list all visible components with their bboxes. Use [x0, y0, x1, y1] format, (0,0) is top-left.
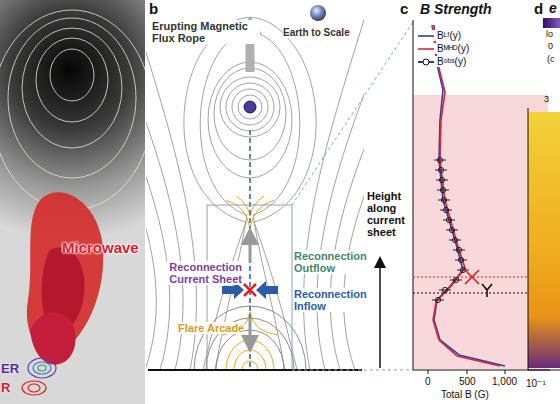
tick-label: 3	[544, 95, 549, 105]
panel-letter: c	[400, 1, 408, 18]
legend-text: Bᴹᴴᴰ(y)	[437, 43, 469, 54]
spectrum-panel	[528, 18, 560, 370]
tick-label: 1,000	[492, 376, 517, 387]
tick-label: 0	[425, 376, 431, 387]
instrument-label: ER	[1, 362, 19, 376]
colorbar-label: 0	[548, 42, 553, 52]
instrument-label: R	[1, 381, 10, 395]
flux-rope-cartoon	[146, 0, 364, 370]
axis-title: Total B (G)	[441, 389, 489, 400]
legend-entry: Bᴸᶠ(y)	[416, 30, 463, 41]
legend-line-sample	[418, 44, 434, 54]
plot-title: e	[549, 1, 557, 16]
legend-entry: Bᵒᵇˢ(y)	[416, 56, 468, 67]
panel-label: Microwave	[62, 240, 139, 257]
legend-line-sample	[418, 31, 434, 41]
legend-entry: Bᴹᴴᴰ(y)	[416, 43, 471, 54]
colorbar-label: (c	[547, 55, 555, 65]
panel-letter: d	[534, 1, 543, 18]
observation-image	[0, 0, 145, 404]
axis-title: Height along current sheet	[367, 190, 411, 238]
earth-icon	[310, 5, 326, 21]
legend-line-sample	[418, 57, 434, 67]
feature-label: Earth to Scale	[283, 27, 355, 38]
tick-label: 500	[459, 376, 476, 387]
plot-title: B Strength	[420, 2, 492, 17]
legend-text: Bᴸᶠ(y)	[437, 30, 461, 41]
panel-letter: b	[149, 1, 158, 18]
feature-label: Erupting Magnetic Flux Rope	[152, 20, 260, 44]
tick-label: 10⁻¹	[526, 378, 546, 389]
feature-label: Flare Arcade	[178, 322, 244, 334]
colorbar-label: lo	[546, 30, 553, 40]
feature-label: Reconnection Inflow	[294, 288, 362, 312]
feature-label: Reconnection Outflow	[294, 250, 362, 274]
legend-text: Bᵒᵇˢ(y)	[437, 56, 466, 67]
feature-label: Reconnection Current Sheet	[158, 261, 242, 285]
